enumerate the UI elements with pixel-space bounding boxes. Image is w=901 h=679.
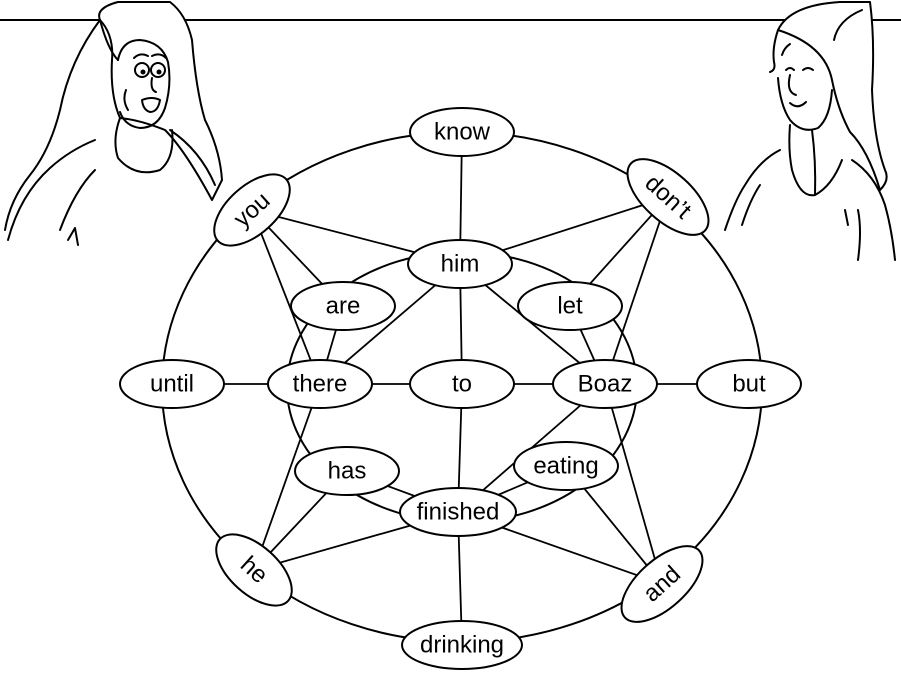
word-bubble-he [215, 533, 293, 607]
word-node-finished: finished [399, 487, 517, 537]
word-bubble-boaz [552, 359, 658, 409]
word-label-drinking: drinking [420, 632, 504, 659]
word-bubble-eating [513, 441, 619, 491]
word-node-he: he [215, 533, 293, 607]
word-label-but: but [732, 371, 766, 398]
left-woman-illustration [4, 1, 223, 246]
word-node-boaz: Boaz [552, 359, 658, 409]
word-node-are: are [290, 281, 396, 331]
word-bubble-but [696, 359, 802, 409]
right-woman-illustration [724, 1, 896, 261]
word-label-to: to [452, 371, 472, 398]
word-label-eating: eating [533, 453, 598, 480]
word-node-there: there [267, 359, 373, 409]
word-label-boaz: Boaz [578, 371, 633, 398]
word-label-until: until [150, 371, 194, 398]
word-bubble-and [620, 545, 704, 623]
word-label-has: has [328, 458, 367, 485]
word-label-let: let [557, 293, 583, 320]
word-node-has: has [294, 446, 400, 496]
word-bubble-has [294, 446, 400, 496]
word-node-eating: eating [513, 441, 619, 491]
word-bubble-until [119, 359, 225, 409]
connector-there-he [253, 383, 321, 571]
word-bubble-him [407, 239, 513, 289]
word-node-him: him [407, 239, 513, 289]
word-label-finished: finished [417, 499, 500, 526]
word-bubble-drinking [401, 620, 523, 670]
word-node-let: let [517, 281, 623, 331]
word-node-drinking: drinking [401, 620, 523, 670]
word-bubble-there [267, 359, 373, 409]
word-node-and: and [620, 545, 704, 623]
word-node-until: until [119, 359, 225, 409]
connector-you-there [251, 209, 321, 385]
word-label-him: him [441, 251, 480, 278]
word-node-you: you [213, 173, 291, 247]
word-bubble-you [213, 173, 291, 247]
word-nodes: know don’t you him are let until there to Boaz but… [119, 107, 802, 670]
word-bubble-know [409, 107, 515, 157]
word-label-are: are [326, 293, 361, 320]
word-label-know: know [434, 119, 491, 146]
word-bubble-are [290, 281, 396, 331]
word-node-dont: don’t [626, 158, 710, 236]
wheel-connections [172, 131, 749, 646]
connector-boaz-and [604, 383, 663, 585]
word-node-know: know [409, 107, 515, 157]
word-node-to: to [409, 359, 515, 409]
word-bubble-dont [626, 158, 710, 236]
word-bubble-let [517, 281, 623, 331]
word-bubble-to [409, 359, 515, 409]
word-bubble-finished [399, 487, 517, 537]
connector-dont-boaz [604, 196, 669, 385]
word-node-but: but [696, 359, 802, 409]
word-label-there: there [293, 371, 348, 398]
